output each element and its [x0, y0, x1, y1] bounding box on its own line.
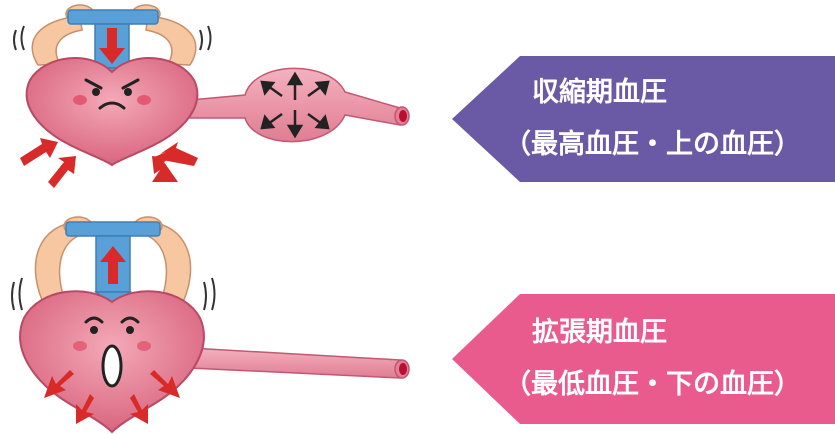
vessel-bottom: [189, 347, 401, 379]
heart-top: [25, 57, 199, 167]
diastolic-subtitle: （最低血圧・下の血圧）: [504, 369, 801, 400]
surprised-face: [73, 316, 151, 388]
pressure-arrows-top: [260, 71, 330, 139]
banner-diastolic: [452, 294, 835, 424]
diastolic-title: 拡張期血圧: [532, 317, 667, 348]
diastole-illustration: [11, 216, 410, 434]
banner-systolic: [452, 56, 835, 182]
angry-face: [84, 78, 140, 110]
systole-illustration: [13, 4, 410, 188]
systolic-subtitle: （最高血圧・上の血圧）: [504, 129, 801, 160]
expand-arrows: [44, 370, 180, 424]
squeeze-arrows: [20, 138, 198, 188]
systolic-title: 収縮期血圧: [532, 77, 667, 108]
